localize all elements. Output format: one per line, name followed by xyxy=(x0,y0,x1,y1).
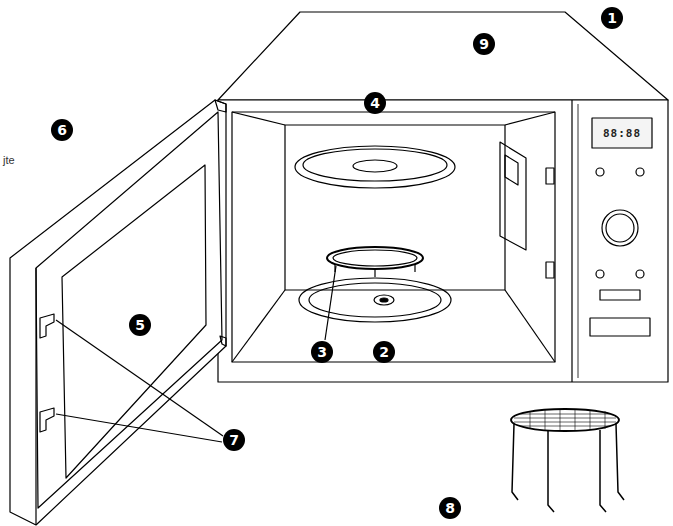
drawing-stroke xyxy=(514,422,616,423)
callout-number: 8 xyxy=(439,497,461,519)
latch-hole xyxy=(546,168,554,184)
drawing-stroke xyxy=(575,409,576,431)
door-latch xyxy=(40,314,54,338)
door-hinge xyxy=(220,336,226,346)
leader-line xyxy=(56,414,222,442)
drawing-stroke xyxy=(530,411,531,429)
cavity-edge xyxy=(505,290,555,362)
fragment-text: jte xyxy=(3,154,15,166)
waveguide-detail xyxy=(505,155,518,185)
callout-number: 2 xyxy=(373,341,395,363)
roller-foot xyxy=(414,264,415,272)
start-button xyxy=(600,290,640,300)
roller-ring xyxy=(327,247,423,269)
panel-edge xyxy=(578,104,579,378)
door-frame xyxy=(36,112,222,508)
oven-top xyxy=(218,12,668,100)
drawing-stroke xyxy=(590,410,591,430)
roller-foot xyxy=(374,269,375,277)
callout-number: 6 xyxy=(51,119,73,141)
roller-ring-inner xyxy=(333,250,417,266)
waveguide-cover xyxy=(500,142,526,250)
display-readout: 88:88 xyxy=(603,127,641,140)
panel-divider xyxy=(571,100,572,382)
glass-tray-rim xyxy=(303,149,447,181)
door-outer xyxy=(10,100,226,525)
callout-number: 5 xyxy=(129,314,151,336)
cavity-edge xyxy=(232,112,285,125)
button xyxy=(596,168,604,176)
cavity-floor xyxy=(299,278,451,322)
button xyxy=(636,168,644,176)
rack-legs xyxy=(512,424,624,512)
cavity-edge xyxy=(232,290,285,362)
glass-tray-center xyxy=(353,160,397,172)
drawing-stroke xyxy=(545,410,546,430)
callout-number: 3 xyxy=(311,341,333,363)
coupler-center xyxy=(380,298,388,302)
callout-number: 1 xyxy=(601,7,623,29)
control-knob-inner xyxy=(606,214,634,242)
drawing-stroke xyxy=(616,424,624,500)
rack-rim xyxy=(511,409,619,431)
display xyxy=(592,118,652,148)
cavity-back xyxy=(285,125,505,290)
drawing-stroke xyxy=(560,409,561,431)
drawing-stroke xyxy=(520,414,610,415)
panel-plate xyxy=(590,318,650,336)
button xyxy=(596,270,604,278)
cavity-edge xyxy=(505,112,555,125)
control-knob xyxy=(602,210,638,246)
coupler xyxy=(374,295,394,305)
button xyxy=(636,270,644,278)
leader-line xyxy=(325,266,336,340)
drawing-stroke xyxy=(548,431,554,512)
drawing-stroke xyxy=(520,426,610,427)
door-hinge xyxy=(215,100,226,112)
drawing-stroke xyxy=(600,430,606,512)
rack-grid xyxy=(514,409,616,431)
drawing-stroke xyxy=(512,424,518,500)
glass-tray xyxy=(295,146,455,188)
drawing-stroke xyxy=(605,411,606,429)
door-window xyxy=(62,165,206,478)
callout-number: 7 xyxy=(223,429,245,451)
callout-number: 9 xyxy=(473,33,495,55)
callout-number: 4 xyxy=(364,92,386,114)
drawing-stroke xyxy=(514,418,616,419)
oven-front xyxy=(218,100,668,382)
door-latch xyxy=(40,408,54,432)
cavity-opening xyxy=(232,112,555,362)
latch-hole xyxy=(546,262,554,278)
